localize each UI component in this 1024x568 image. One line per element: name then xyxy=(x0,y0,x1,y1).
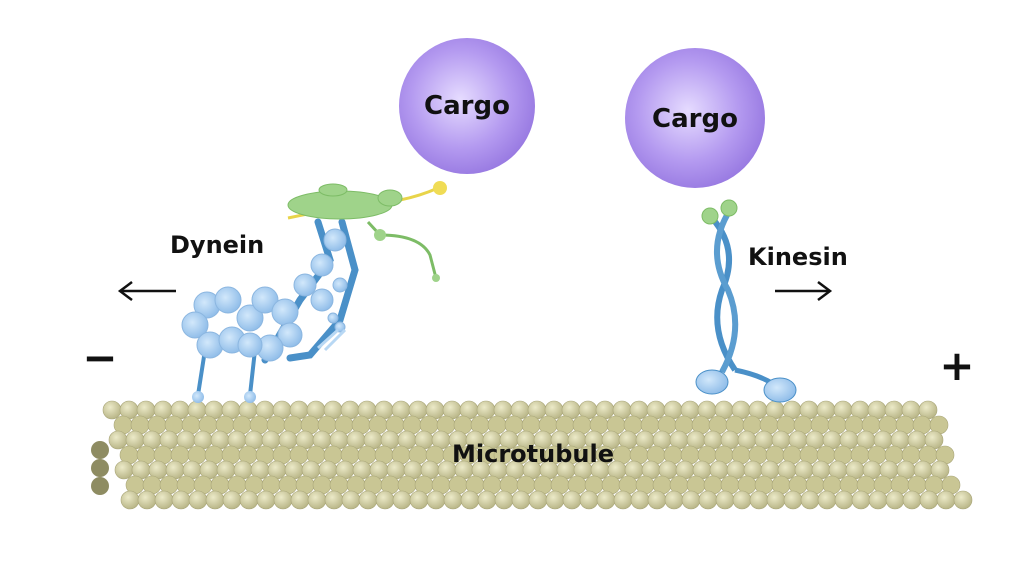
tubulin-subunit xyxy=(341,490,361,510)
tubulin-subunit xyxy=(426,490,446,510)
tubulin-subunit xyxy=(409,490,429,510)
microtubule-label: Microtubule xyxy=(452,440,614,468)
tubulin-subunit xyxy=(171,490,191,510)
tubulin-subunit xyxy=(613,490,633,510)
tubulin-subunit xyxy=(630,490,650,510)
tubulin-subunit xyxy=(953,490,973,510)
tubulin-subunit xyxy=(188,490,208,510)
tubulin-subunit xyxy=(902,490,922,510)
tubulin-subunit xyxy=(205,490,225,510)
tubulin-subunit xyxy=(120,490,140,510)
tubulin-subunit xyxy=(868,490,888,510)
tubulin-subunit xyxy=(919,490,939,510)
tubulin-subunit xyxy=(460,490,480,510)
tubulin-subunit xyxy=(392,490,412,510)
minus-end-label: − xyxy=(82,333,117,382)
tubulin-subunit xyxy=(375,490,395,510)
cargo-left: Cargo xyxy=(399,38,535,174)
tubulin-subunit xyxy=(562,490,582,510)
tubulin-subunit xyxy=(307,490,327,510)
dynactin-adaptor xyxy=(287,181,447,282)
tubulin-subunit xyxy=(108,430,128,450)
tubulin-subunit xyxy=(511,490,531,510)
tubulin-subunit xyxy=(545,490,565,510)
tubulin-subunit xyxy=(766,490,786,510)
tubulin-subunit xyxy=(114,460,134,480)
tubulin-subunit xyxy=(494,490,514,510)
plus-direction-arrow xyxy=(775,281,833,301)
tubulin-subunit xyxy=(664,490,684,510)
tubulin-subunit xyxy=(290,490,310,510)
tubulin-subunit xyxy=(91,441,109,459)
tubulin-subunit xyxy=(817,490,837,510)
tubulin-subunit xyxy=(851,490,871,510)
tubulin-subunit xyxy=(715,490,735,510)
tubulin-subunit xyxy=(885,490,905,510)
tubulin-subunit xyxy=(443,490,463,510)
tubulin-subunit xyxy=(732,490,752,510)
tubulin-subunit xyxy=(477,490,497,510)
tubulin-subunit xyxy=(800,490,820,510)
microtubule xyxy=(91,400,973,510)
tubulin-subunit xyxy=(102,400,122,420)
dynein-label: Dynein xyxy=(170,231,264,259)
tubulin-subunit xyxy=(834,490,854,510)
tubulin-subunit xyxy=(91,477,109,495)
dynein-motor xyxy=(181,218,359,403)
tubulin-subunit xyxy=(137,490,157,510)
tubulin-subunit xyxy=(681,490,701,510)
tubulin-subunit xyxy=(528,490,548,510)
tubulin-subunit xyxy=(579,490,599,510)
tubulin-subunit xyxy=(698,490,718,510)
cargo-right: Cargo xyxy=(625,48,765,188)
tubulin-subunit xyxy=(783,490,803,510)
tubulin-subunit xyxy=(239,490,259,510)
kinesin-motor xyxy=(695,199,797,403)
tubulin-subunit xyxy=(358,490,378,510)
kinesin-label: Kinesin xyxy=(748,243,848,271)
minus-direction-arrow xyxy=(117,281,176,301)
cargo-right-label: Cargo xyxy=(652,104,738,134)
tubulin-subunit xyxy=(256,490,276,510)
tubulin-subunit xyxy=(273,490,293,510)
tubulin-subunit xyxy=(324,490,344,510)
tubulin-subunit xyxy=(936,490,956,510)
cargo-left-label: Cargo xyxy=(424,91,510,121)
tubulin-subunit xyxy=(91,459,109,477)
tubulin-subunit xyxy=(647,490,667,510)
tubulin-subunit xyxy=(222,490,242,510)
tubulin-subunit xyxy=(596,490,616,510)
plus-end-label: + xyxy=(939,341,974,390)
tubulin-subunit xyxy=(749,490,769,510)
tubulin-subunit xyxy=(154,490,174,510)
